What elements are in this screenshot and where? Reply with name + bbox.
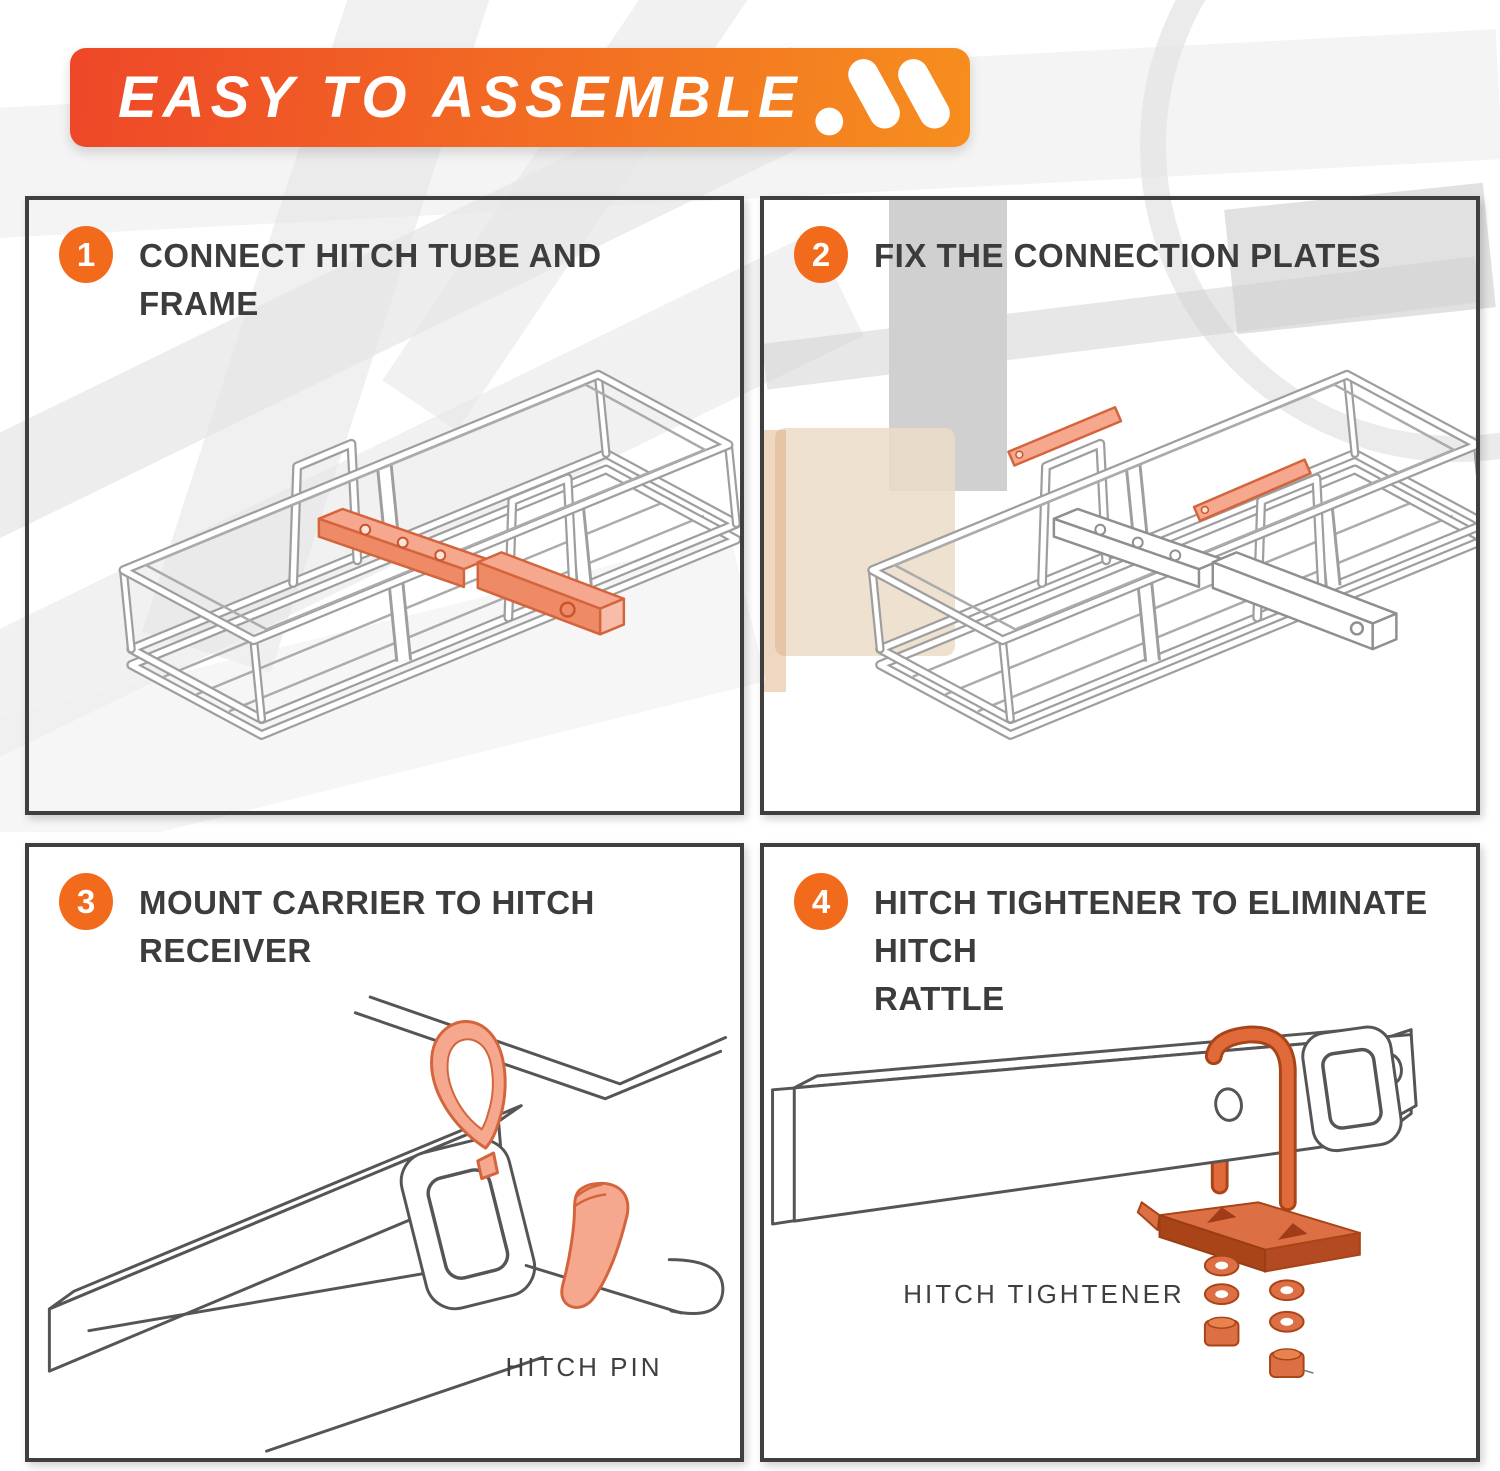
step-panel-1: 1 CONNECT HITCH TUBE AND FRAME [25,196,744,815]
hitch-tightener-caption: HITCH TIGHTENER [903,1279,1185,1309]
washer [1269,1279,1305,1302]
step-number-badge: 2 [794,226,848,283]
hitch-tube-orange [317,507,626,636]
hitch-receiver-collar [1301,1025,1403,1153]
hitch-pin-clip [524,1181,725,1315]
step-1-header: 1 CONNECT HITCH TUBE AND FRAME [59,226,719,328]
step-panel-4: 4 HITCH TIGHTENER TO ELIMINATE HITCH RAT… [760,843,1480,1462]
hitch-pin-receiver-illustration [47,995,728,1453]
hex-nut [1269,1348,1314,1379]
brand-dots-logo-icon [815,59,950,136]
step-title: HITCH TIGHTENER TO ELIMINATE HITCH RATTL… [874,884,1428,1017]
banner-title: EASY TO ASSEMBLE [118,65,803,130]
background-shape [760,430,786,692]
step-panel-3: 3 MOUNT CARRIER TO HITCH RECEIVER [25,843,744,1462]
banner: EASY TO ASSEMBLE [70,48,970,147]
step-3-header: 3 MOUNT CARRIER TO HITCH RECEIVER [59,873,719,975]
hitch-tube [47,1104,545,1453]
connection-plates-orange [1007,406,1312,523]
step-number-badge: 4 [794,873,848,930]
carrier-frame-lines [353,995,728,1101]
step-title: CONNECT HITCH TUBE AND FRAME [139,237,602,322]
basket-wireframe [867,369,1476,740]
cargo-basket-connection-plates-illustration [867,369,1476,740]
u-bolt-front [1204,1025,1297,1212]
step-title: MOUNT CARRIER TO HITCH RECEIVER [139,884,595,969]
faded-truck-photo-background [0,0,1500,783]
step-title: FIX THE CONNECTION PLATES [874,237,1381,274]
hitch-tube-assembled [1052,507,1398,651]
washer [1203,1283,1240,1306]
hitch-pin-loop [430,1020,507,1181]
washer [1203,1254,1240,1277]
step-panel-2: 2 FIX THE CONNECTION PLATES [760,196,1480,815]
tightener-plate [1136,1201,1361,1273]
hitch-pin-caption: HITCH PIN [505,1352,663,1382]
hitch-receiver-collar [399,1137,537,1311]
washers-and-nuts [1203,1254,1314,1379]
cargo-basket-hitch-tube-illustration [118,369,740,740]
hitch-tightener-illustration [771,1025,1418,1379]
background-shape [775,428,955,656]
step-4-header: 4 HITCH TIGHTENER TO ELIMINATE HITCH RAT… [794,873,1454,1023]
step-number-badge: 1 [59,226,113,283]
basket-wireframe [118,369,740,740]
hex-nut [1203,1316,1240,1347]
step-number-badge: 3 [59,873,113,930]
washer [1269,1310,1305,1333]
step-2-header: 2 FIX THE CONNECTION PLATES [794,226,1381,283]
